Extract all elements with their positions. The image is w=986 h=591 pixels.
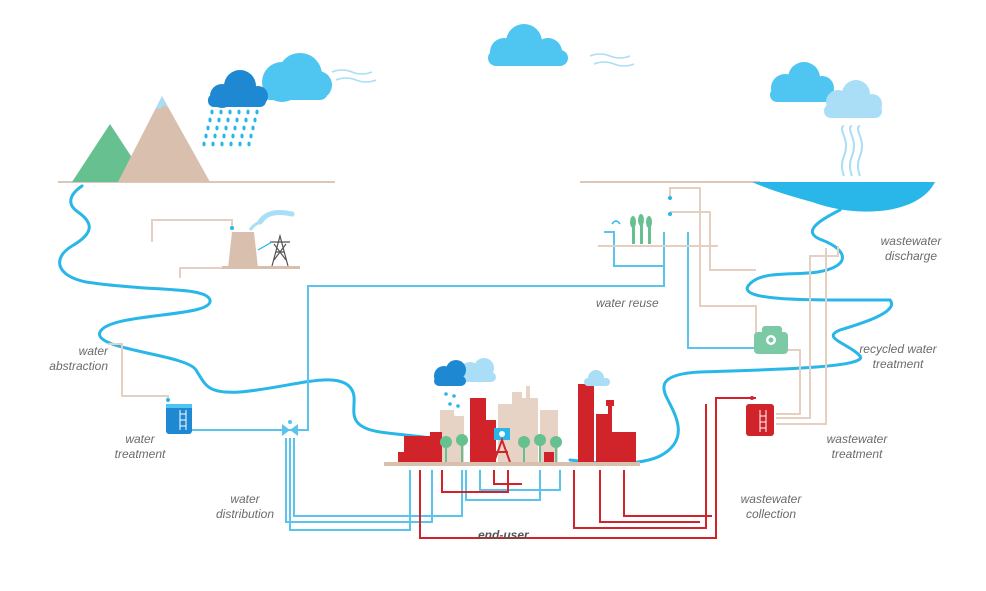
rain-drop (229, 141, 233, 147)
water-tank-icon (166, 398, 192, 434)
rain-drop (240, 133, 244, 139)
label-end-user: end-user (478, 528, 529, 542)
rain-drop (231, 133, 235, 139)
rain-drop (238, 141, 242, 147)
rain-drops (202, 109, 259, 147)
rain-drop (208, 117, 212, 123)
city-rain-cloud-icon (434, 358, 610, 408)
cloud-icon-right (770, 62, 882, 118)
wind-icon (331, 53, 635, 83)
rain-drop (219, 109, 223, 115)
label-water-reuse: water reuse (596, 296, 659, 310)
rain-drop (226, 117, 230, 123)
rain-drop (255, 109, 259, 115)
evaporation-icon (841, 125, 863, 177)
rain-drop (246, 109, 250, 115)
rain-drop (204, 133, 208, 139)
water-tower-icon (493, 428, 511, 463)
city-skyline-icon (384, 384, 640, 466)
rain-drop (242, 125, 246, 131)
power-plant-icon (222, 209, 300, 269)
rain-drop (215, 125, 219, 131)
rain-drop (213, 133, 217, 139)
river-icon (58, 184, 432, 440)
rain-drop (222, 133, 226, 139)
pylon-icon (257, 233, 290, 267)
rain-drop (228, 109, 232, 115)
rain-cloud-icon (202, 53, 332, 147)
rain-drop (247, 141, 251, 147)
rain-drop (244, 117, 248, 123)
wastewater-pipes (419, 397, 756, 539)
rain-drop (249, 133, 253, 139)
beige-pipes-left (108, 219, 233, 402)
rain-drop (211, 141, 215, 147)
river-icon-2 (568, 208, 894, 465)
cloud-icon (488, 24, 568, 66)
recycling-plant-icon (754, 326, 788, 354)
lake-icon (752, 182, 935, 212)
rain-drop (224, 125, 228, 131)
rain-drop (220, 141, 224, 147)
rain-drop (210, 109, 214, 115)
crops-icon (598, 196, 718, 247)
rain-drop (251, 125, 255, 131)
rain-drop (233, 125, 237, 131)
valve-icon (282, 420, 298, 436)
rain-drop (253, 117, 257, 123)
rain-drop (206, 125, 210, 131)
rain-drop (237, 109, 241, 115)
mountain-icon (72, 96, 210, 182)
rain-drop (202, 141, 206, 147)
rain-drop (217, 117, 221, 123)
beige-pipes-right (669, 187, 839, 425)
wastewater-tank-icon (746, 396, 774, 436)
rain-drop (235, 117, 239, 123)
